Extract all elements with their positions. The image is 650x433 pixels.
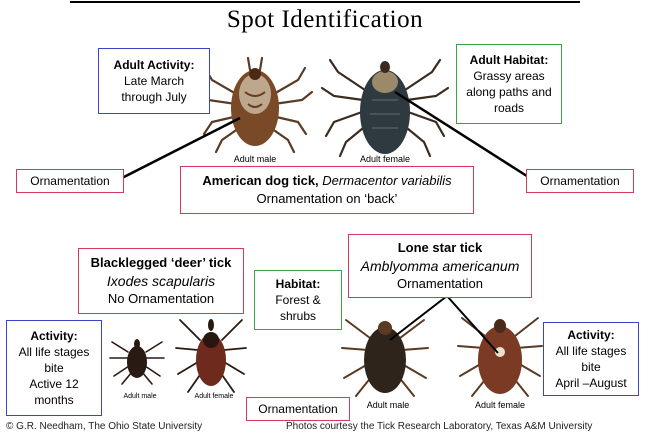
activity-line: Active 12 bbox=[29, 377, 79, 392]
american-dog-tick-female-body bbox=[360, 70, 410, 154]
activity-line: through July bbox=[121, 90, 187, 105]
american-dog-tick-male-image bbox=[196, 56, 314, 154]
lone-star-tick-note: Ornamentation bbox=[397, 276, 483, 292]
lone-star-spot bbox=[495, 347, 505, 357]
blacklegged-tick-male-body bbox=[127, 346, 147, 378]
blacklegged-tick-female-body bbox=[196, 334, 226, 386]
caption-american-female: Adult female bbox=[359, 154, 411, 164]
lone-star-tick-male-image bbox=[341, 319, 429, 397]
american-adult-activity-box: Adult Activity: Late March through July bbox=[98, 48, 210, 114]
caption-lone-star-female: Adult female bbox=[474, 400, 526, 410]
pointer-line-left bbox=[121, 116, 241, 180]
american-dog-tick-scientific: Dermacentor variabilis bbox=[322, 173, 452, 189]
ornamentation-label-right: Ornamentation bbox=[526, 169, 634, 193]
caption-lone-star-male: Adult male bbox=[366, 400, 410, 410]
habitat-line: Forest & bbox=[275, 292, 321, 307]
activity-line: All life stages bbox=[555, 343, 627, 358]
activity-line: bite bbox=[581, 360, 601, 374]
lone-star-tick-name: Lone star tick bbox=[397, 240, 483, 255]
activity-heading: Adult Activity: bbox=[113, 57, 195, 72]
american-dog-tick-box: American dog tick, Dermacentor variabili… bbox=[180, 166, 474, 214]
habitat-heading: Habitat: bbox=[275, 276, 321, 291]
credit-left: © G.R. Needham, The Ohio State Universit… bbox=[6, 421, 203, 432]
lone-star-tick-male-body bbox=[364, 327, 406, 393]
credit-right: Photos courtesy the Tick Research Labora… bbox=[286, 421, 593, 432]
american-dog-tick-female-image bbox=[320, 58, 450, 158]
blacklegged-tick-note: No Ornamentation bbox=[107, 291, 215, 307]
ornamentation-text: Ornamentation bbox=[258, 401, 338, 416]
american-dog-tick-note: Ornamentation on ‘back’ bbox=[256, 191, 398, 206]
blacklegged-tick-name: Blacklegged ‘deer’ tick bbox=[90, 255, 232, 270]
ornamentation-label-left: Ornamentation bbox=[16, 169, 124, 193]
habitat-line: along paths and bbox=[466, 85, 552, 99]
blacklegged-habitat-box: Habitat: Forest & shrubs bbox=[254, 270, 342, 330]
activity-heading: Activity: bbox=[30, 328, 78, 343]
caption-blacklegged-male: Adult male bbox=[123, 393, 157, 400]
blacklegged-tick-scientific: Ixodes scapularis bbox=[106, 272, 216, 289]
lone-star-activity-box: Activity: All life stages bite April –Au… bbox=[543, 322, 639, 396]
activity-line: April –August bbox=[555, 376, 627, 391]
activity-line: Late March bbox=[123, 73, 185, 88]
activity-line: months bbox=[34, 393, 74, 408]
blacklegged-activity-box: Activity: All life stages bite Active 12… bbox=[6, 320, 102, 416]
lone-star-tick-female-body bbox=[478, 326, 522, 394]
lone-star-tick-box: Lone star tick Amblyomma americanum Orna… bbox=[348, 234, 532, 298]
american-adult-habitat-box: Adult Habitat: Grassy areas along paths … bbox=[456, 44, 562, 124]
page-title: Spot Identification bbox=[226, 6, 424, 33]
habitat-heading: Adult Habitat: bbox=[469, 52, 549, 67]
blacklegged-tick-box: Blacklegged ‘deer’ tick Ixodes scapulari… bbox=[78, 248, 244, 314]
caption-blacklegged-female: Adult female bbox=[194, 393, 234, 400]
ornamentation-text: Ornamentation bbox=[30, 173, 110, 188]
ornamentation-text: Ornamentation bbox=[540, 173, 620, 188]
american-dog-tick-name: American dog tick, bbox=[202, 173, 319, 189]
lone-star-tick-scientific: Amblyomma americanum bbox=[360, 257, 520, 274]
blacklegged-tick-male-image bbox=[109, 341, 165, 385]
american-dog-tick-name-line: American dog tick, Dermacentor variabili… bbox=[202, 172, 451, 190]
habitat-line: shrubs bbox=[279, 309, 317, 324]
lone-star-pointer-female bbox=[446, 295, 499, 354]
habitat-line: roads bbox=[493, 101, 525, 116]
lone-star-pointer-male bbox=[389, 295, 448, 341]
pointer-line-right bbox=[394, 90, 531, 180]
blacklegged-ornamentation-label: Ornamentation bbox=[246, 397, 350, 421]
activity-heading: Activity: bbox=[567, 327, 615, 342]
habitat-line: Grassy areas bbox=[473, 68, 545, 83]
caption-american-male: Adult male bbox=[233, 154, 277, 164]
activity-line: All life stages bbox=[18, 344, 90, 359]
activity-line: bite bbox=[44, 360, 64, 375]
